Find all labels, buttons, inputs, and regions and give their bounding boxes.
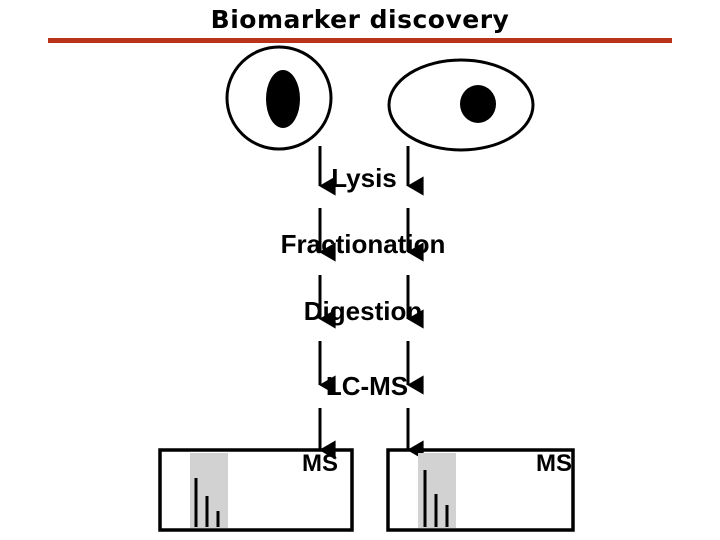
ms-spectra-panels xyxy=(158,448,575,532)
ms-left-frame xyxy=(158,448,354,532)
workflow-step-fractionation: Fractionation xyxy=(280,229,446,259)
page-title: Biomarker discovery xyxy=(210,5,510,34)
ms-left-panel xyxy=(158,448,354,532)
diseased-cell xyxy=(387,58,535,152)
healthy-cell xyxy=(225,45,333,151)
workflow-step-digestion: Digestion xyxy=(303,296,423,326)
ms-right-frame xyxy=(386,448,575,532)
workflow-arrows xyxy=(318,146,424,460)
ms-panel-label-right: MS xyxy=(536,450,572,477)
workflow-step-lysis: Lysis xyxy=(331,163,397,193)
ms-right-panel xyxy=(386,448,575,532)
ms-panel-label-left: MS xyxy=(302,450,338,477)
workflow-step-lcms: LC-MS xyxy=(325,371,409,401)
title-divider-rule xyxy=(48,38,672,43)
